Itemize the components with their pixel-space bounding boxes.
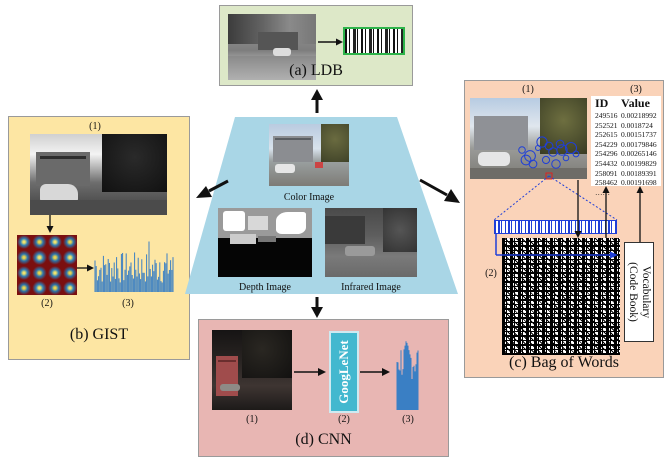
cnn-step3-label: (3) <box>402 414 414 425</box>
gist-step1-label: (1) <box>89 121 101 132</box>
bow-keypoint <box>555 139 565 149</box>
cnn-step1-label: (1) <box>246 414 258 425</box>
gist-step2-label: (2) <box>41 298 53 309</box>
bow-keypoint <box>551 159 561 169</box>
depth-image <box>218 208 312 277</box>
bow-step2-label: (2) <box>485 268 497 279</box>
gist-filter-bank <box>17 235 77 295</box>
cnn-step2-label: (2) <box>338 414 350 425</box>
bow-table-header-id: ID <box>595 96 609 110</box>
color-image-label: Color Image <box>283 192 335 203</box>
infrared-image <box>325 208 417 277</box>
bow-step1-label: (1) <box>522 84 534 95</box>
ldb-infrared-image <box>228 14 316 80</box>
bow-keypoint <box>541 155 551 165</box>
bow-caption: (c) Bag of Words <box>509 354 619 371</box>
ldb-binary-descriptor <box>343 27 405 55</box>
bow-keypoint <box>520 154 532 166</box>
cnn-input-image <box>212 330 292 410</box>
bow-vocabulary-grid <box>502 238 620 355</box>
bow-keypoint <box>556 144 568 156</box>
bow-vocabulary-box: Vocabulary (Code Book) <box>624 242 654 342</box>
bow-table-header-value: Value <box>621 96 650 110</box>
gist-caption: (b) GIST <box>69 326 129 343</box>
ldb-caption: (a) LDB <box>289 62 343 79</box>
bow-keypoint <box>572 150 580 158</box>
infrared-image-label: Infrared Image <box>341 282 401 293</box>
bow-descriptor-bar <box>494 220 617 234</box>
bow-step3-label: (3) <box>630 84 642 95</box>
gist-step3-label: (3) <box>122 298 134 309</box>
gist-gray-image <box>30 134 167 215</box>
color-image <box>269 124 349 186</box>
depth-image-label: Depth Image <box>239 282 291 293</box>
cnn-caption: (d) CNN <box>295 431 352 448</box>
bow-keypoint <box>536 136 548 148</box>
bow-selected-keypoint <box>545 172 553 180</box>
bow-keypoint <box>518 146 526 154</box>
bow-keypoint <box>562 154 570 162</box>
bow-keypoint <box>565 142 577 154</box>
googlenet-block: GoogLeNet <box>329 331 359 413</box>
bow-keypoint-image <box>470 98 587 179</box>
bow-keypoint <box>544 141 554 151</box>
